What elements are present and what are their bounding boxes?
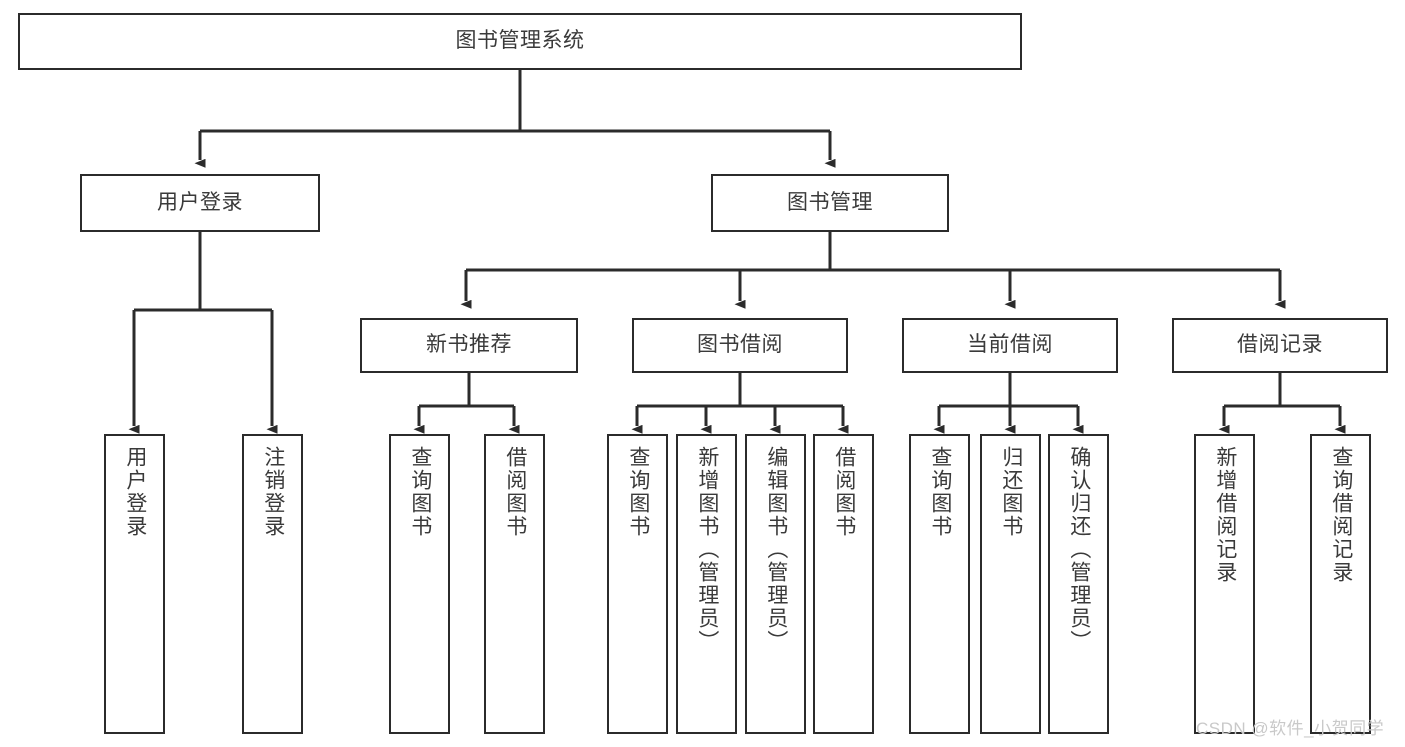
leaf-query-book-current[interactable]: 查询图书 <box>909 434 970 734</box>
node-root-label: 图书管理系统 <box>455 29 585 53</box>
node-book-borrow-label: 图书借阅 <box>697 333 783 357</box>
node-user-login-label: 用户登录 <box>157 190 243 214</box>
leaf-query-borrow-record-label: 查询借阅记录 <box>1329 446 1353 584</box>
node-book-management-label: 图书管理 <box>787 190 873 214</box>
leaf-query-book-rec-label: 查询图书 <box>408 446 432 538</box>
leaf-logout-login[interactable]: 注销登录 <box>242 434 303 734</box>
leaf-return-book-label: 归还图书 <box>999 446 1023 538</box>
leaf-add-borrow-record[interactable]: 新增借阅记录 <box>1194 434 1255 734</box>
leaf-query-book-borrow[interactable]: 查询图书 <box>607 434 668 734</box>
leaf-query-book-rec[interactable]: 查询图书 <box>389 434 450 734</box>
leaf-user-login-label: 用户登录 <box>123 446 147 538</box>
leaf-borrow-book-label: 借阅图书 <box>832 446 856 538</box>
leaf-logout-login-label: 注销登录 <box>261 446 285 538</box>
leaf-add-book-admin-label: 新增图书（管理员） <box>695 446 719 653</box>
leaf-borrow-book-rec[interactable]: 借阅图书 <box>484 434 545 734</box>
node-new-book-recommend-label: 新书推荐 <box>426 333 512 357</box>
node-book-management[interactable]: 图书管理 <box>711 174 949 232</box>
leaf-confirm-return-admin-label: 确认归还（管理员） <box>1067 446 1091 653</box>
node-root[interactable]: 图书管理系统 <box>18 13 1022 70</box>
watermark: CSDN @软件_小贺同学 <box>1196 719 1385 738</box>
leaf-add-book-admin[interactable]: 新增图书（管理员） <box>676 434 737 734</box>
leaf-query-book-current-label: 查询图书 <box>928 446 952 538</box>
leaf-borrow-book[interactable]: 借阅图书 <box>813 434 874 734</box>
leaf-query-borrow-record[interactable]: 查询借阅记录 <box>1310 434 1371 734</box>
node-new-book-recommend[interactable]: 新书推荐 <box>360 318 578 373</box>
leaf-user-login[interactable]: 用户登录 <box>104 434 165 734</box>
leaf-return-book[interactable]: 归还图书 <box>980 434 1041 734</box>
leaf-borrow-book-rec-label: 借阅图书 <box>503 446 527 538</box>
node-borrow-record[interactable]: 借阅记录 <box>1172 318 1388 373</box>
leaf-add-borrow-record-label: 新增借阅记录 <box>1213 446 1237 584</box>
leaf-query-book-borrow-label: 查询图书 <box>626 446 650 538</box>
node-book-borrow[interactable]: 图书借阅 <box>632 318 848 373</box>
node-current-borrow-label: 当前借阅 <box>967 333 1053 357</box>
leaf-edit-book-admin-label: 编辑图书（管理员） <box>764 446 788 653</box>
leaf-edit-book-admin[interactable]: 编辑图书（管理员） <box>745 434 806 734</box>
node-user-login[interactable]: 用户登录 <box>80 174 320 232</box>
node-borrow-record-label: 借阅记录 <box>1237 333 1323 357</box>
leaf-confirm-return-admin[interactable]: 确认归还（管理员） <box>1048 434 1109 734</box>
node-current-borrow[interactable]: 当前借阅 <box>902 318 1118 373</box>
